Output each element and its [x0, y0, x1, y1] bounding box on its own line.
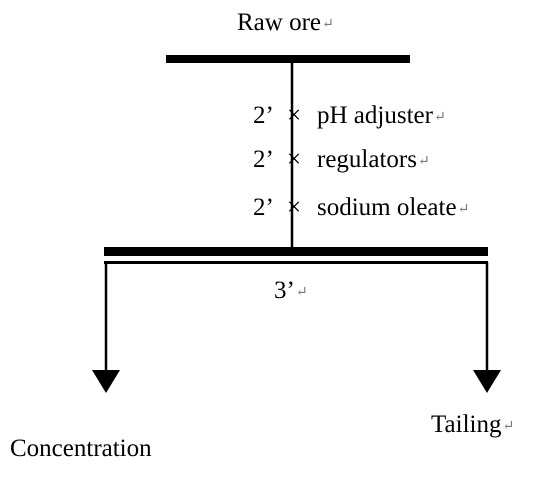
addition-operator: ×	[287, 194, 302, 221]
addition-reagent: pH adjuster	[317, 102, 433, 129]
addition-row: 2’ × pH adjuster↵	[253, 101, 446, 133]
tailing-label: Tailing↵	[431, 410, 514, 442]
flotation-cell-bottom	[104, 261, 488, 264]
flotation-time-mark: ↵	[295, 285, 308, 300]
concentrate-label: Concentration	[10, 434, 152, 464]
addition-reagent: regulators	[317, 146, 417, 173]
concentrate-arrow	[92, 370, 120, 393]
addition-operator: ×	[287, 102, 302, 129]
tailing-label-mark: ↵	[502, 419, 515, 434]
addition-reagent: sodium oleate	[317, 194, 457, 221]
addition-operator: ×	[287, 146, 302, 173]
addition-row: 2’ × sodium oleate↵	[253, 193, 469, 225]
addition-time: 2’	[253, 102, 274, 129]
addition-time: 2’	[253, 194, 274, 221]
addition-mark: ↵	[417, 154, 430, 169]
feed-label-text: Raw ore	[237, 9, 321, 36]
tailing-arrow	[473, 370, 501, 393]
addition-row: 2’ × regulators↵	[253, 145, 430, 177]
feed-bar	[166, 55, 410, 63]
addition-mark: ↵	[433, 110, 446, 125]
tailing-label-text: Tailing	[431, 411, 502, 438]
concentrate-label-text: Concentration	[10, 435, 152, 462]
addition-mark: ↵	[457, 202, 470, 217]
feed-label-mark: ↵	[322, 17, 334, 32]
feed-label: Raw ore↵	[237, 8, 334, 40]
addition-time: 2’	[253, 146, 274, 173]
flotation-time-label: 3’↵	[274, 276, 308, 308]
flotation-cell-top	[104, 247, 488, 256]
flotation-time-text: 3’	[274, 277, 295, 304]
